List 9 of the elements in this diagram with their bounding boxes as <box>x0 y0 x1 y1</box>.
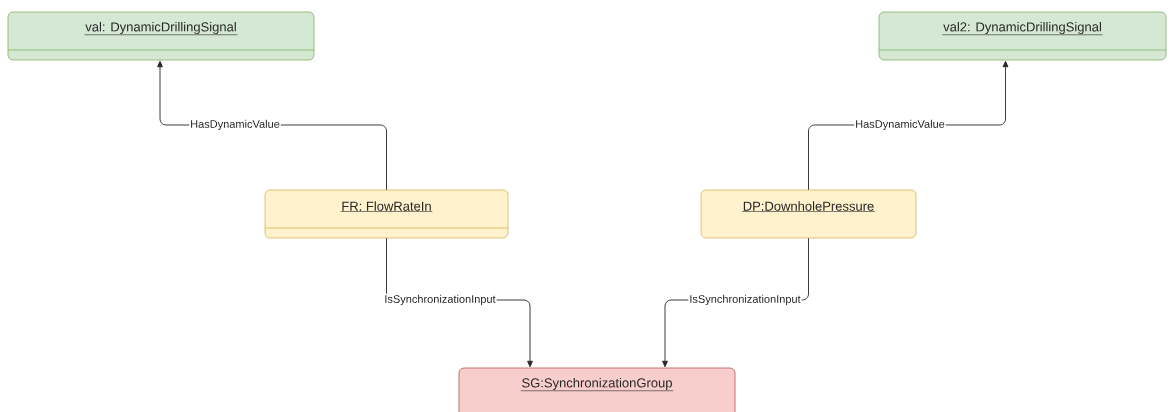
class-box: val: DynamicDrillingSignal <box>7 11 315 61</box>
edge-label: IsSynchronizationInput <box>383 293 497 307</box>
class-box: DP:DownholePressure <box>700 189 917 239</box>
class-box: FR: FlowRateIn <box>264 189 509 239</box>
class-box: val2: DynamicDrillingSignal <box>878 11 1167 61</box>
edge-label: HasDynamicValue <box>189 118 281 132</box>
edge-label: HasDynamicValue <box>854 118 946 132</box>
class-box: SG:SynchronizationGroup <box>458 367 736 412</box>
edge-label: IsSynchronizationInput <box>688 293 802 307</box>
